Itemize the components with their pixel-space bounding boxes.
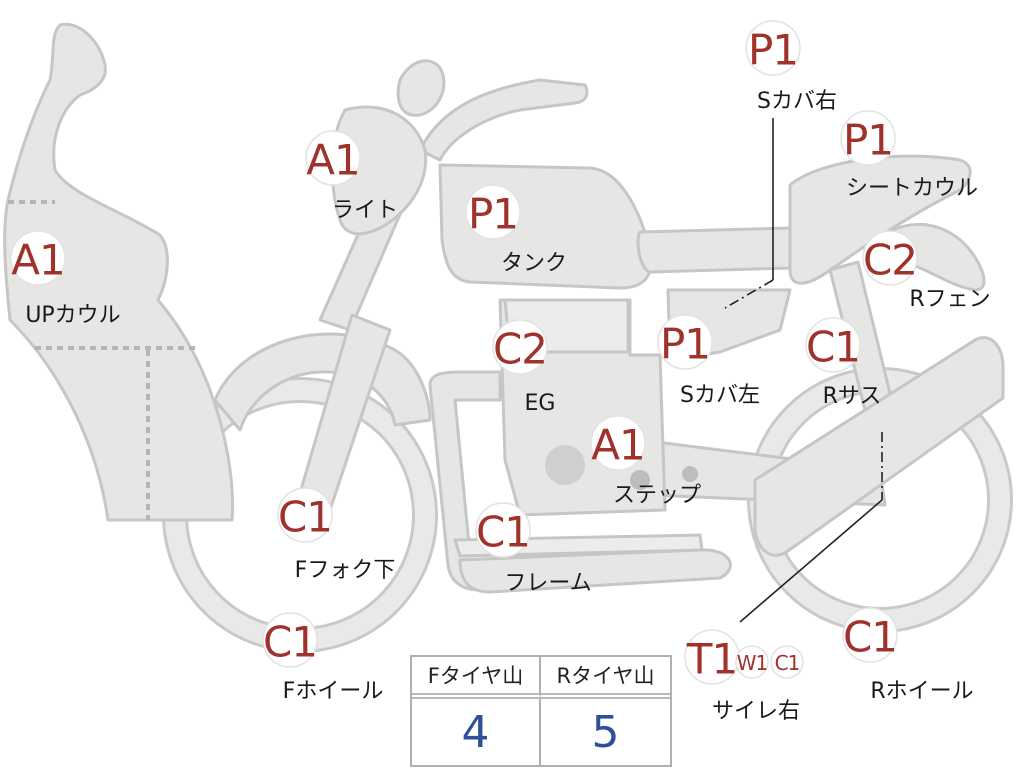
svg-text:W1: W1 (737, 651, 768, 675)
muffler (753, 336, 1005, 557)
label-frame: フレーム (504, 571, 591, 596)
svg-text:T1: T1 (686, 635, 737, 684)
step-peg-left-icon (630, 470, 650, 490)
label-s-cover-left: Sカバ左 (680, 383, 760, 408)
badge-r-fender: C2 (862, 230, 918, 286)
badge-engine: C2 (492, 319, 548, 375)
badge-r-suspension: C1 (805, 317, 861, 373)
label-s-cover-right: Sカバ右 (757, 89, 837, 114)
handlebar (418, 78, 589, 162)
tire-tread-table: Fタイヤ山 Rタイヤ山 4 5 (410, 655, 672, 767)
label-f-fork-lower: Fフォク下 (295, 558, 396, 583)
label-up-cowl: UPカウル (25, 303, 120, 328)
svg-text:C1: C1 (843, 613, 897, 662)
svg-text:P1: P1 (468, 190, 518, 239)
label-engine: EG (525, 391, 556, 416)
badge-muffler-right-c: C1 (770, 645, 804, 679)
label-step: ステップ (613, 483, 701, 508)
mirror (396, 59, 446, 117)
svg-text:C2: C2 (493, 325, 547, 374)
badge-step: A1 (590, 415, 646, 471)
badge-s-cover-left: P1 (657, 314, 713, 370)
label-muffler-right: サイレ右 (712, 699, 800, 724)
leader-muffler (739, 499, 883, 623)
badge-muffler-right-w: W1 (735, 645, 769, 679)
label-seat-cowl: シートカウル (846, 176, 978, 201)
badge-light: A1 (305, 130, 361, 186)
leader-s-cover-right-dash (724, 279, 774, 309)
badge-f-wheel: C1 (262, 612, 318, 668)
label-r-suspension: Rサス (823, 384, 882, 409)
badge-up-cowl: A1 (10, 230, 66, 286)
badge-r-wheel: C1 (842, 607, 898, 663)
label-r-wheel: Rホイール (870, 679, 973, 704)
svg-text:P1: P1 (843, 116, 893, 165)
label-tank: タンク (501, 251, 567, 276)
svg-text:C1: C1 (775, 651, 800, 675)
label-light: ライト (332, 198, 398, 223)
upper-cowl (3, 22, 234, 522)
svg-text:A1: A1 (591, 421, 644, 470)
svg-text:P1: P1 (660, 320, 710, 369)
badge-frame: C1 (475, 502, 531, 558)
badge-s-cover-right: P1 (745, 20, 801, 76)
badge-f-fork-lower: C1 (277, 487, 333, 543)
svg-text:P1: P1 (748, 26, 798, 75)
rear-tire-value: 5 (591, 706, 620, 758)
front-tire-value: 4 (412, 699, 541, 765)
svg-text:C2: C2 (863, 236, 917, 285)
badge-seat-cowl: P1 (840, 110, 896, 166)
svg-text:C1: C1 (476, 508, 530, 557)
frame-lower-rail (458, 548, 732, 594)
front-tire-header: Fタイヤ山 (412, 657, 541, 699)
engine-cover-icon (545, 445, 585, 485)
badge-tank: P1 (465, 184, 521, 240)
label-r-fender: Rフェン (909, 287, 990, 312)
svg-text:A1: A1 (306, 136, 359, 185)
badge-muffler-right-main: T1 (684, 629, 740, 685)
svg-text:C1: C1 (806, 323, 860, 372)
rear-tire-header: Rタイヤ山 (541, 657, 670, 699)
step-peg-right-icon (682, 466, 698, 482)
svg-text:C1: C1 (278, 493, 332, 542)
svg-text:A1: A1 (11, 236, 64, 285)
label-f-wheel: Fホイール (283, 679, 384, 704)
svg-text:C1: C1 (263, 618, 317, 667)
